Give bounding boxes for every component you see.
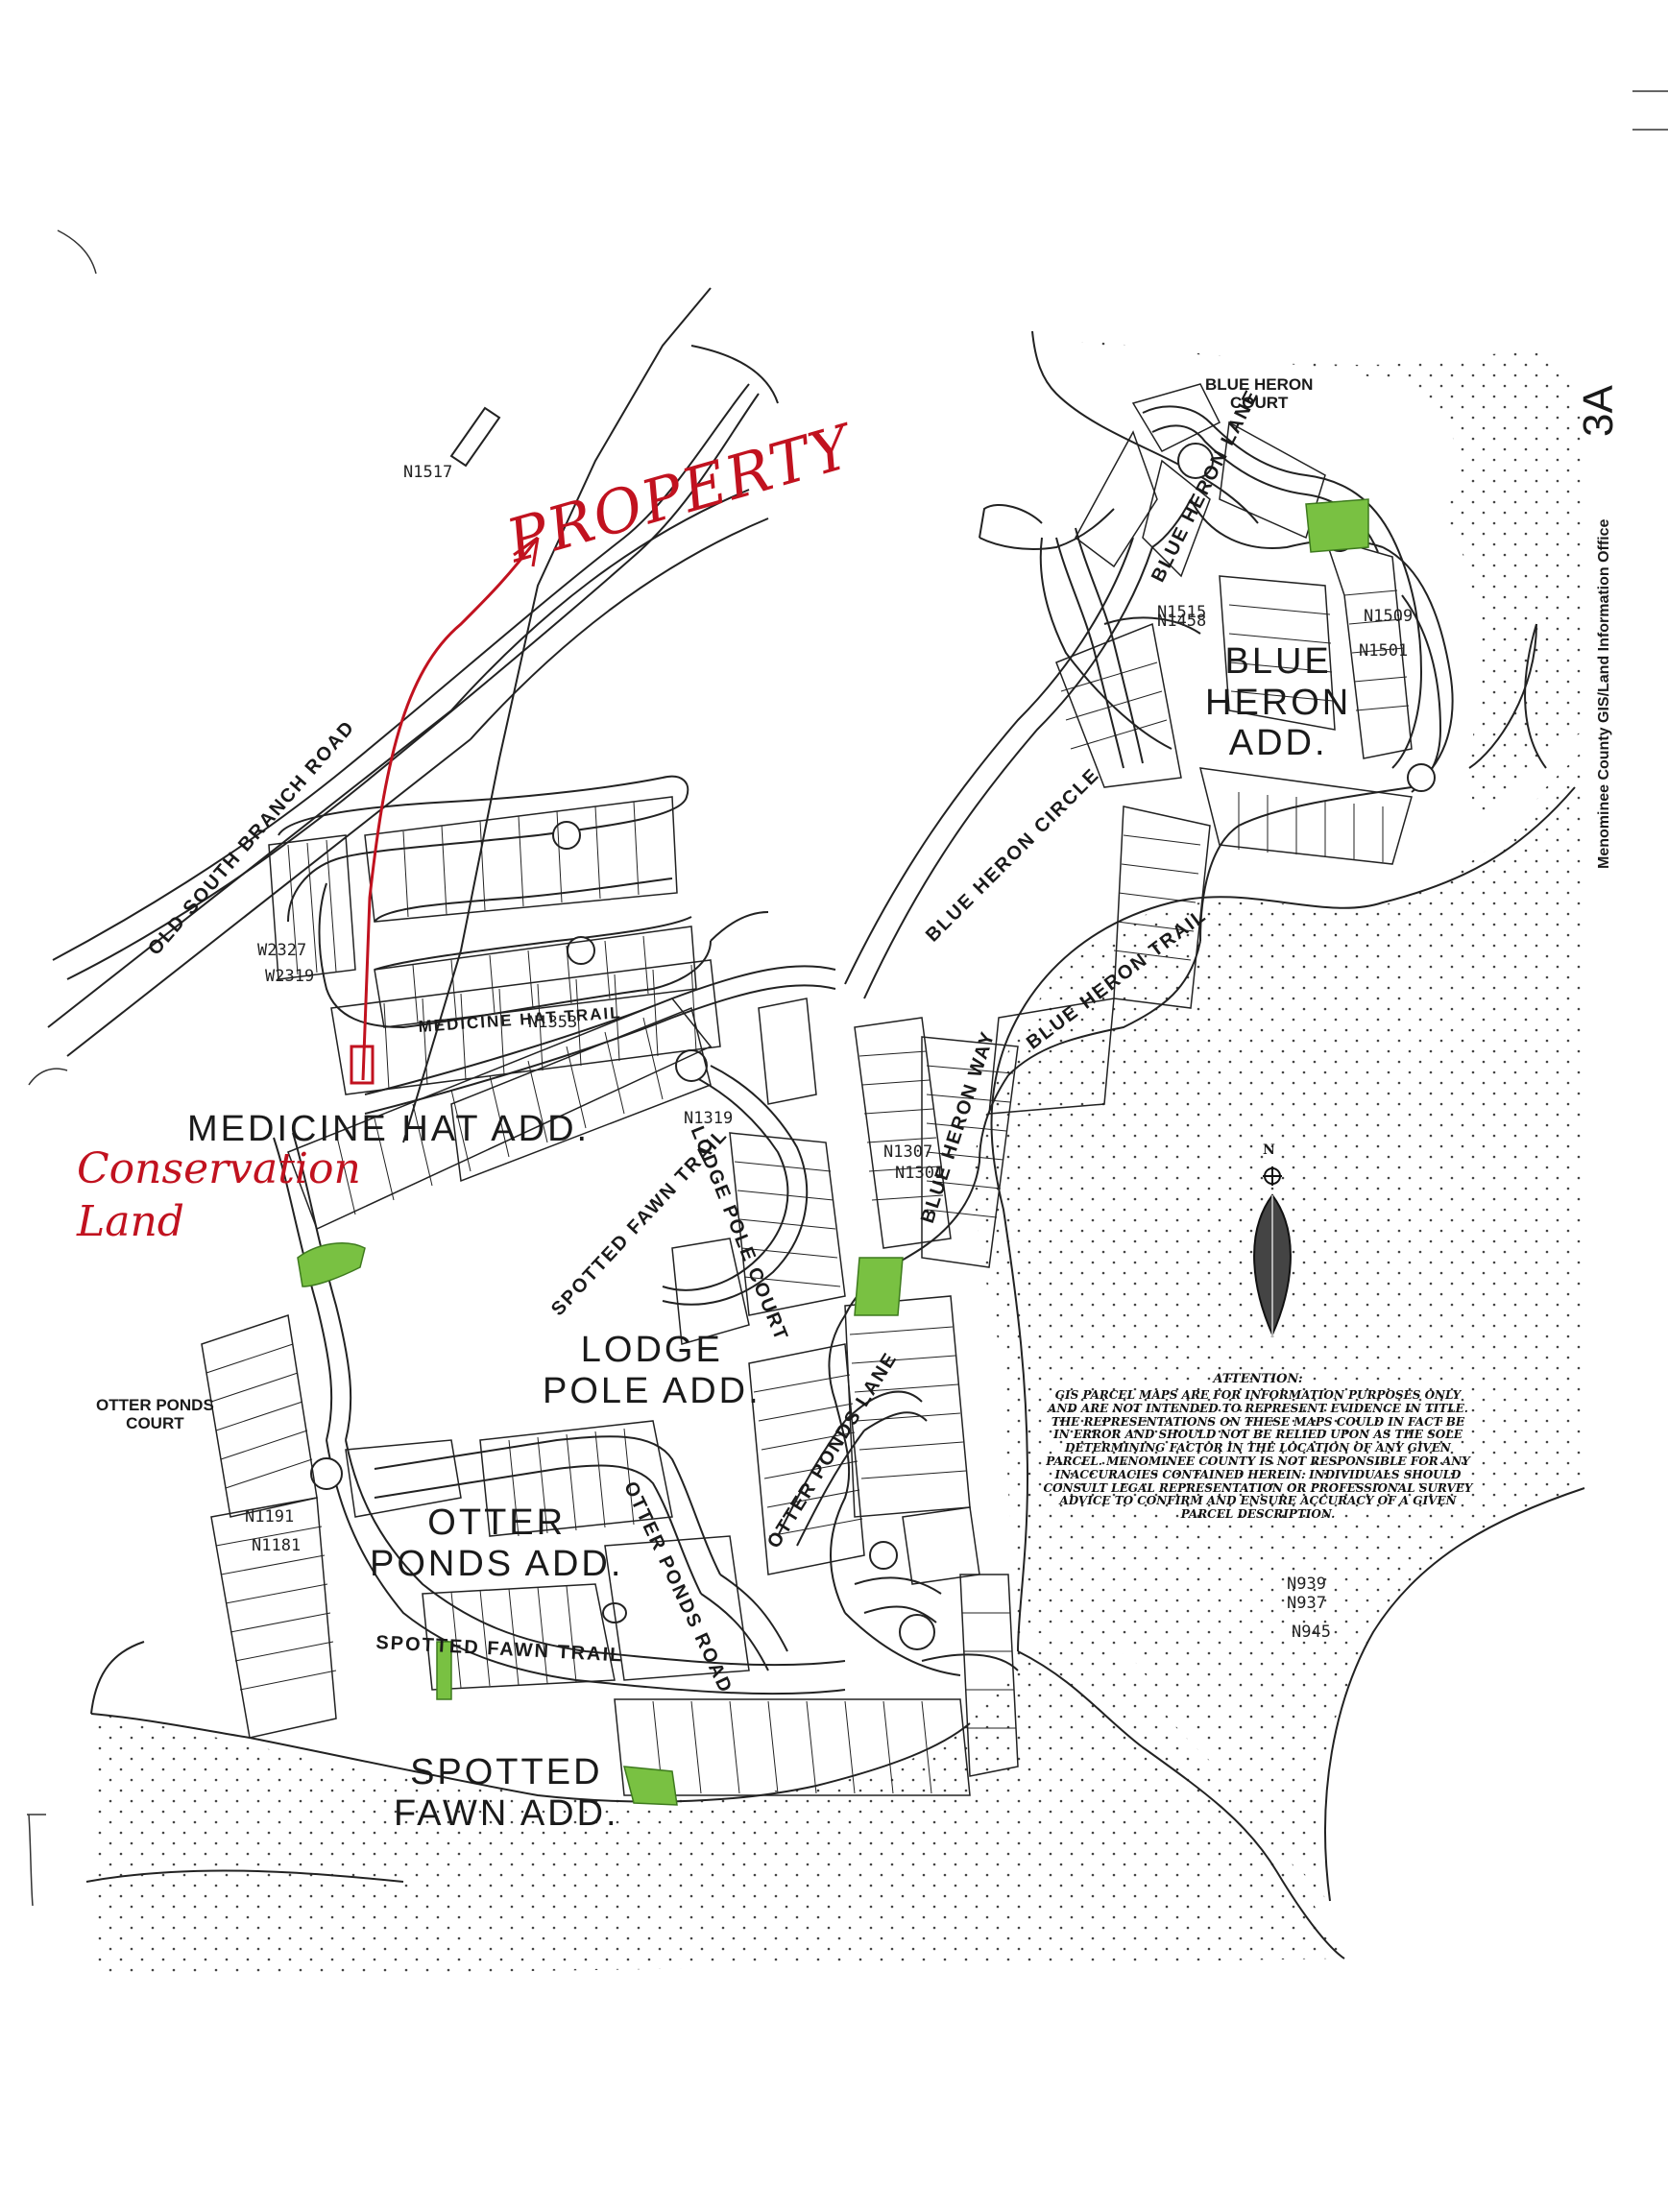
parcel-label: N1501 (1359, 641, 1409, 661)
conservation-parcel-2 (854, 1257, 904, 1316)
parcel-n1517 (449, 406, 501, 468)
conservation-parcel-3 (297, 1242, 366, 1287)
conservation-parcel-4 (436, 1641, 452, 1700)
sheet-number: 3A (1575, 385, 1622, 437)
parcel-label: N1191 (245, 1507, 295, 1527)
parcel-label: W2327 (257, 941, 307, 960)
internal-roads (374, 1065, 1019, 1671)
compass-icon (1253, 1166, 1292, 1344)
property-arrow (361, 537, 540, 1081)
shorelines (85, 330, 1585, 1960)
medicine-hat-add-label: MEDICINE HAT ADD. (187, 1109, 591, 1149)
otter-ponds-court-label: OTTER PONDS COURT (96, 1396, 214, 1432)
disclaimer-body: GIS PARCEL MAPS ARE FOR INFORMATION PURP… (1043, 1387, 1473, 1522)
conservation-parcel-1 (1305, 498, 1369, 553)
parcel-label: N1515 (1157, 603, 1207, 622)
conservation-land-annotation: Conservation Land (77, 1144, 361, 1246)
parcel-label: N1307 (883, 1142, 933, 1162)
parcel-label: N1517 (403, 463, 453, 482)
parcel-label: N1181 (252, 1536, 302, 1555)
parcel-label: N1458 (1157, 612, 1207, 631)
conservation-parcel-5 (622, 1766, 678, 1806)
parcel-label: N1319 (684, 1109, 734, 1128)
parcel-label: N945 (1292, 1623, 1331, 1642)
road-network (52, 383, 1454, 1695)
parcel-label: W2319 (265, 967, 315, 986)
water-northeast (1037, 336, 1584, 826)
property-outline (350, 1045, 375, 1085)
parcel-label: N1509 (1364, 607, 1414, 626)
blue-heron-court-label: BLUE HERON COURT (1205, 375, 1314, 412)
lot-lines (201, 383, 1413, 1796)
parcel-label: N939 (1287, 1575, 1326, 1594)
property-marker (350, 536, 540, 1085)
disclaimer-heading: ATTENTION: (1213, 1372, 1303, 1386)
parcel-label: N1301 (895, 1164, 945, 1183)
spotted-fawn-add-label: SPOTTED FAWN ADD. (394, 1752, 619, 1834)
old-south-branch-road-lines (47, 287, 779, 1143)
parcel-label: N1353 (528, 1013, 578, 1032)
disclaimer: ATTENTION: GIS PARCEL MAPS ARE FOR INFOR… (1042, 1372, 1474, 1522)
lodge-pole-add-label: LODGE POLE ADD. (543, 1330, 761, 1411)
otter-ponds-add-label: OTTER PONDS ADD. (370, 1503, 624, 1584)
conservation-parcels (297, 498, 1369, 1806)
compass-north-label: N (1263, 1142, 1275, 1158)
blue-heron-add-label: BLUE HERON ADD. (1205, 641, 1352, 764)
parcel-label: N937 (1287, 1594, 1326, 1613)
office-label: Menominee County GIS/Land Information Of… (1596, 518, 1612, 869)
water-east (974, 749, 1584, 1901)
cul-de-sacs (310, 443, 1436, 1650)
page-marks (27, 90, 1668, 1907)
